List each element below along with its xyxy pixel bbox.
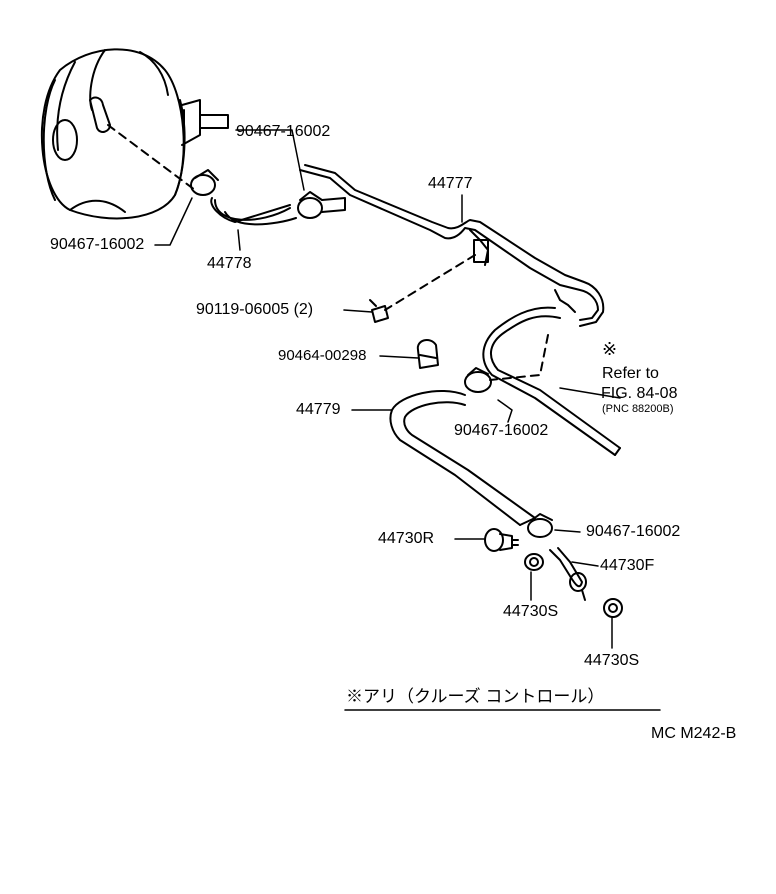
label-clamp-lower: 90467-16002 bbox=[586, 523, 681, 540]
label-hose-main: 44779 bbox=[296, 401, 341, 418]
clamp-lower-drawing bbox=[527, 513, 553, 538]
label-clamp-upper: 90467-16002 bbox=[236, 123, 331, 140]
bracket-clamp-drawing bbox=[473, 239, 489, 263]
option-note: ※アリ（クルーズ コントロール） bbox=[346, 687, 605, 706]
clamp-booster-drawing bbox=[190, 169, 219, 196]
label-gasket-2: 44730S bbox=[584, 652, 640, 669]
union-f-drawing bbox=[549, 547, 587, 601]
note-pnc: (PNC 88200B) bbox=[602, 403, 674, 415]
screw-guide-line bbox=[384, 254, 476, 311]
note-fig-ref: FIG. 84-08 bbox=[601, 385, 678, 402]
drawing-code: MC M242-B bbox=[651, 725, 737, 742]
label-union-r: 44730R bbox=[378, 530, 435, 547]
union-r-drawing bbox=[484, 528, 519, 552]
note-refer-to: Refer to bbox=[602, 365, 659, 382]
label-pipe: 44777 bbox=[428, 175, 473, 192]
note-mark: ※ bbox=[602, 339, 618, 359]
pipe-44777-drawing bbox=[299, 164, 605, 327]
cruise-guide-line bbox=[489, 334, 549, 381]
label-clamp-booster: 90467-16002 bbox=[50, 236, 145, 253]
label-screw: 90119-06005 (2) bbox=[196, 301, 314, 318]
hose-cruise-drawing bbox=[482, 306, 621, 456]
label-hose-front: 44778 bbox=[207, 255, 252, 272]
brake-booster bbox=[40, 48, 229, 220]
leader-lines bbox=[154, 129, 621, 649]
gasket-1-drawing bbox=[524, 553, 544, 571]
label-gasket-1: 44730S bbox=[503, 603, 559, 620]
label-clamp-mid: 90467-16002 bbox=[454, 422, 549, 439]
clamp-upper-drawing bbox=[297, 191, 346, 219]
clamp-mid-drawing bbox=[464, 367, 492, 393]
booster-guide-line bbox=[107, 124, 196, 191]
label-union-f: 44730F bbox=[600, 557, 655, 574]
clamp-small-drawing bbox=[416, 338, 439, 369]
hose-44778-drawing bbox=[214, 199, 297, 226]
screw-drawing bbox=[369, 299, 389, 323]
label-clamp-small: 90464-00298 bbox=[278, 347, 367, 364]
gasket-2-drawing bbox=[603, 598, 623, 618]
hose-44779-drawing bbox=[389, 389, 536, 526]
